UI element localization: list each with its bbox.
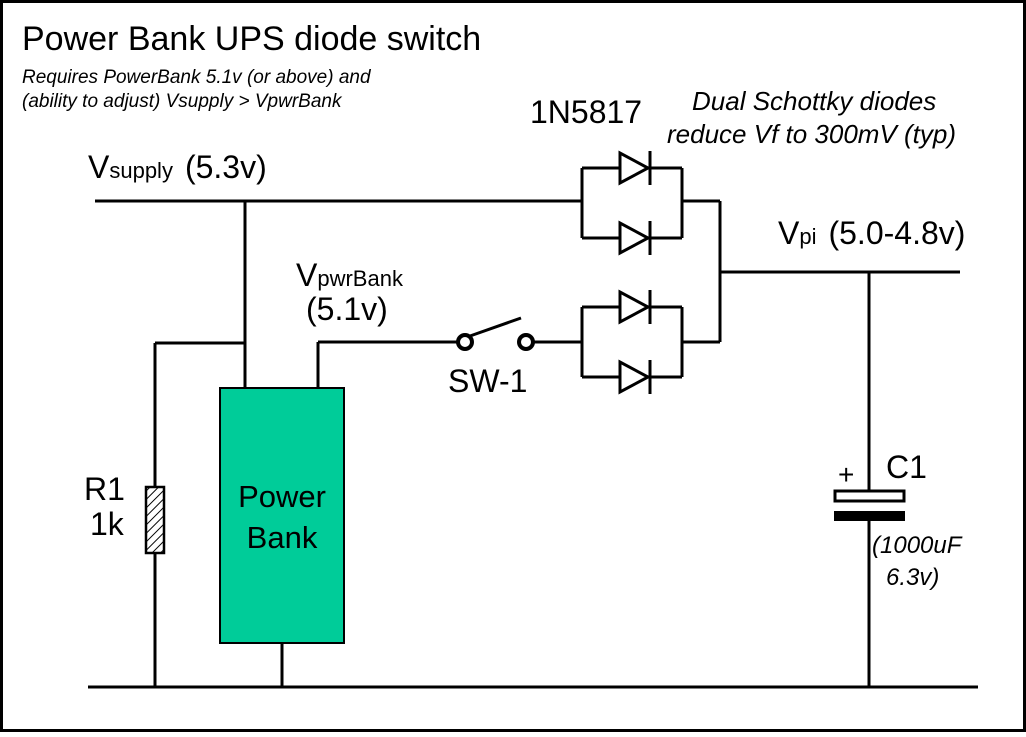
requirement-note-1: Requires PowerBank 5.1v (or above) and [22, 67, 372, 88]
capacitor-value-2: 6.3v) [886, 564, 939, 591]
power-bank-box [219, 387, 345, 644]
diode-symbol [618, 289, 652, 325]
vpwrbank-label: VpwrBank [296, 257, 404, 293]
vpwrbank-subscript: pwrBank [317, 266, 404, 291]
vsupply-value: (5.3v) [185, 149, 267, 185]
vpi-subscript: pi [799, 224, 816, 249]
capacitor-polarity: + [838, 459, 854, 490]
vpi-label: Vpi (5.0-4.8v) [778, 215, 965, 251]
vpi-symbol: V [778, 215, 800, 251]
diode-symbol [618, 150, 652, 186]
resistor-name: R1 [84, 471, 125, 507]
vpi-value: (5.0-4.8v) [828, 215, 965, 251]
switch-lever [469, 316, 522, 338]
diagram-title: Power Bank UPS diode switch [22, 20, 481, 58]
switch-sw1 [456, 316, 535, 351]
capacitor-value-1: (1000uF [872, 532, 963, 559]
wires [88, 168, 978, 689]
switch-contact-right [517, 333, 535, 351]
diode-symbol [618, 220, 652, 256]
capacitor-plate-negative [834, 511, 905, 521]
power-bank-label-1: Power [238, 479, 326, 514]
switch-contact-left [456, 333, 474, 351]
diode-symbol [618, 359, 652, 395]
vsupply-label: Vsupply (5.3v) [88, 149, 267, 185]
capacitor-plate-positive [833, 489, 906, 503]
diode-note-1: Dual Schottky diodes [692, 86, 936, 116]
switch-label: SW-1 [448, 363, 527, 399]
vpwrbank-symbol: V [296, 257, 318, 293]
diode-lower-2 [582, 359, 682, 395]
vpwrbank-value: (5.1v) [306, 291, 388, 327]
power-bank-label-2: Bank [247, 520, 318, 555]
diode-upper-2 [582, 220, 682, 256]
capacitor-name: C1 [886, 449, 927, 485]
resistor-value: 1k [90, 506, 125, 542]
vsupply-symbol: V [88, 149, 110, 185]
diode-note-2: reduce Vf to 300mV (typ) [667, 119, 956, 149]
vsupply-subscript: supply [109, 158, 173, 183]
diode-upper-1 [582, 150, 682, 186]
diode-lower-1 [582, 289, 682, 325]
diode-part-number: 1N5817 [530, 94, 642, 130]
resistor-r1 [144, 485, 166, 555]
requirement-note-2: (ability to adjust) Vsupply > VpwrBank [22, 91, 343, 112]
